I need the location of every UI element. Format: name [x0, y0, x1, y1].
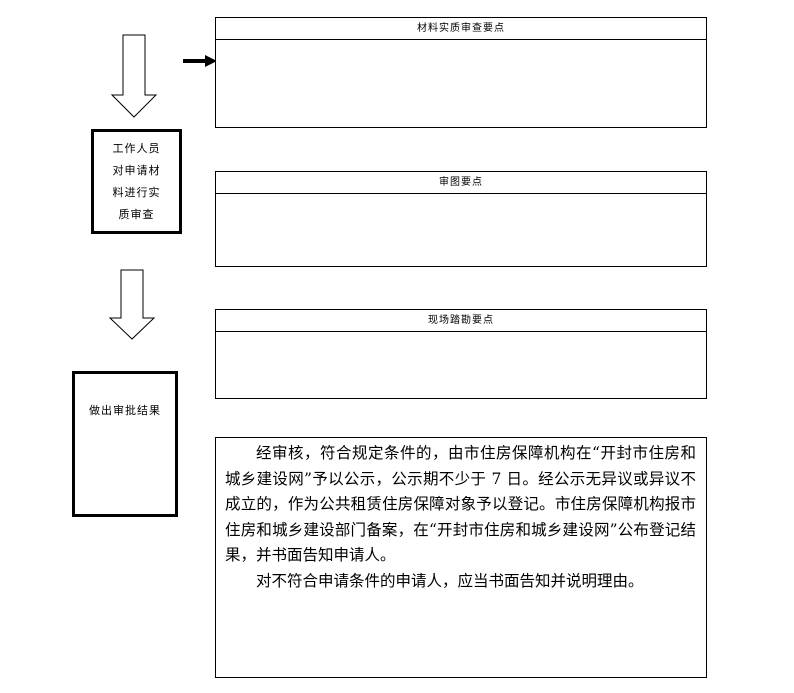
notice-paragraph-2: 对不符合申请条件的申请人，应当书面告知并说明理由。: [256, 571, 644, 590]
site-survey-panel: 现场踏勘要点: [215, 309, 707, 399]
material-review-panel: 材料实质审查要点: [215, 17, 707, 128]
staff-review-line-2: 对申请材: [112, 164, 161, 177]
flow-down-arrow-top-icon: [110, 34, 158, 118]
flow-down-arrow-bottom-icon: [108, 269, 156, 340]
flow-right-arrow-icon: [183, 55, 217, 67]
drawing-review-panel: 审图要点: [215, 171, 707, 267]
staff-review-line-1: 工作人员: [112, 142, 161, 155]
drawing-review-title: 审图要点: [216, 172, 706, 194]
staff-review-step: 工作人员 对申请材 料进行实 质审查: [91, 129, 182, 234]
approval-notice-box: 经审核，符合规定条件的，由市住房保障机构在“开封市住房和城乡建设网”予以公示，公…: [215, 437, 707, 678]
site-survey-title: 现场踏勘要点: [216, 310, 706, 332]
decision-step: 做出审批结果: [72, 371, 178, 517]
staff-review-line-4: 质审查: [118, 208, 155, 221]
staff-review-line-3: 料进行实: [112, 186, 161, 199]
notice-paragraph-1: 经审核，符合规定条件的，由市住房保障机构在“开封市住房和城乡建设网”予以公示，公…: [225, 444, 696, 564]
decision-label: 做出审批结果: [89, 404, 161, 417]
material-review-title: 材料实质审查要点: [216, 18, 706, 40]
